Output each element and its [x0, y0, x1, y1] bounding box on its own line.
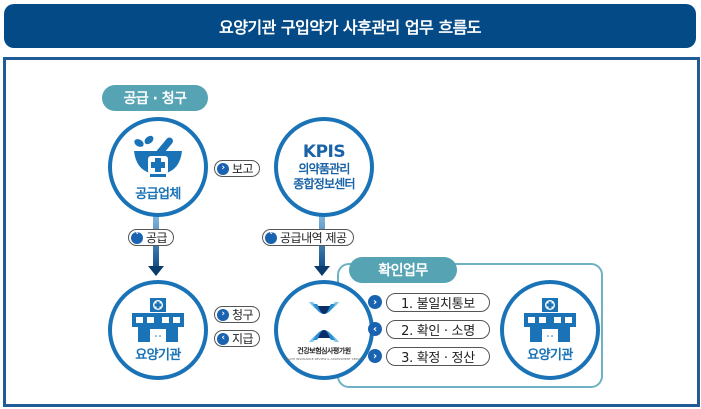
- arrow-down-icon: [148, 266, 164, 276]
- supplier-label: 공급업체: [135, 186, 181, 202]
- node-kpis: KPIS 의약품관리 종합정보센터: [274, 117, 374, 217]
- section-label-confirm-work: 확인업무: [349, 257, 457, 283]
- chevron-right-icon: ›: [368, 349, 382, 363]
- node-care-institution-left: 요양기관: [108, 280, 208, 380]
- node-hira: 건강보험심사평가원 HEALTH INSURANCE REVIEW & ASSE…: [274, 280, 374, 380]
- kpis-title: KPIS: [302, 142, 346, 162]
- care-institution-left-label: 요양기관: [135, 347, 181, 363]
- chevron-right-icon: ›: [217, 162, 229, 175]
- section-label-supply-claim: 공급 · 청구: [102, 85, 208, 111]
- step-label: 3. 확정 · 정산: [386, 346, 490, 366]
- step-item: › 1. 불일치통보: [368, 292, 490, 312]
- tag-report: › 보고: [214, 160, 261, 177]
- node-supplier: 공급업체: [108, 117, 208, 217]
- kpis-line1: 의약품관리: [298, 162, 350, 176]
- node-care-institution-right: 요양기관: [500, 280, 600, 380]
- mortar-pestle-plus-icon: [134, 135, 182, 177]
- hira-logo-icon: [309, 301, 339, 342]
- hospital-icon: [524, 297, 576, 342]
- tag-supply-detail: ˅ 공급내역 제공: [262, 229, 354, 246]
- tag-supply-label: 공급: [146, 231, 168, 245]
- hospital-icon: [132, 297, 184, 342]
- chevron-down-icon: ˅: [265, 231, 277, 244]
- tag-supply: ˅ 공급: [128, 229, 175, 246]
- tag-payment-label: 지급: [232, 332, 254, 346]
- care-institution-right-label: 요양기관: [527, 347, 573, 363]
- tag-claim-label: 청구: [232, 308, 254, 322]
- chevron-left-icon: ‹: [217, 332, 229, 345]
- page-title: 요양기관 구입약가 사후관리 업무 흐름도: [4, 4, 696, 48]
- arrow-down-icon: [314, 266, 330, 276]
- hira-name: 건강보험심사평가원: [297, 346, 351, 355]
- diagram-frame: [3, 57, 700, 407]
- tag-claim: › 청구: [214, 306, 261, 323]
- step-label: 1. 불일치통보: [386, 292, 490, 312]
- step-item: › 3. 확정 · 정산: [368, 346, 490, 366]
- tag-report-label: 보고: [232, 162, 254, 176]
- hira-english-name: HEALTH INSURANCE REVIEW & ASSESSMENT SER…: [283, 356, 365, 361]
- chevron-right-icon: ›: [217, 308, 229, 321]
- step-item: ‹ 2. 확인 · 소명: [368, 319, 490, 339]
- kpis-line2: 종합정보센터: [293, 177, 355, 191]
- tag-supply-detail-label: 공급내역 제공: [280, 231, 347, 245]
- chevron-right-icon: ›: [368, 295, 382, 309]
- chevron-left-icon: ‹: [368, 322, 382, 336]
- tag-payment: ‹ 지급: [214, 330, 261, 347]
- step-label: 2. 확인 · 소명: [386, 319, 490, 339]
- chevron-down-icon: ˅: [131, 231, 143, 244]
